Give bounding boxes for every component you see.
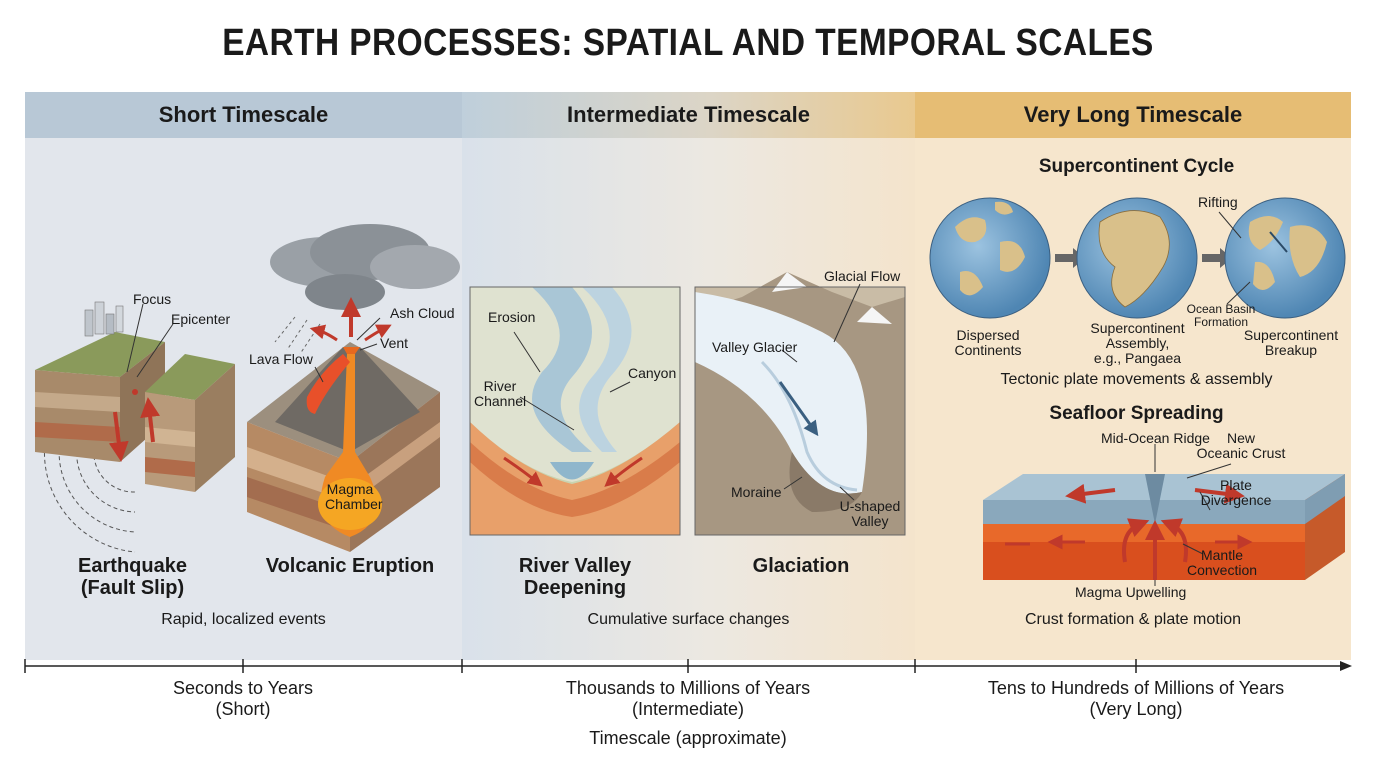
glacial-flow-label: Glacial Flow (824, 268, 901, 284)
very-long-timescale-header: Very Long Timescale (915, 92, 1351, 138)
moraine-label: Moraine (731, 484, 782, 500)
vent-label: Vent (380, 335, 409, 351)
focus-label: Focus (133, 291, 172, 307)
intermediate-summary: Cumulative surface changes (587, 611, 790, 628)
seafloor-spreading-title: Seafloor Spreading (1049, 403, 1224, 424)
short-timescale-illustration (35, 224, 460, 553)
intermediate-timescale-header: Intermediate Timescale (462, 92, 915, 138)
long-summary: Crust formation & plate motion (1024, 611, 1242, 628)
seafloor-spreading-block (983, 474, 1345, 580)
glaciation-caption: Glaciation (752, 555, 850, 577)
short-summary: Rapid, localized events (161, 611, 326, 628)
ash-cloud-label: Ash Cloud (390, 305, 455, 321)
tectonic-note: Tectonic plate movements & assembly (1000, 371, 1273, 388)
axis-title: Timescale (approximate) (589, 728, 787, 748)
page-title: EARTH PROCESSES: SPATIAL AND TEMPORAL SC… (222, 22, 1154, 64)
supercontinent-cycle-title: Supercontinent Cycle (1038, 156, 1235, 177)
lava-flow-label: Lava Flow (249, 351, 313, 367)
intermediate-timescale-panel: Intermediate Timescale (462, 92, 915, 660)
axis-long-label: Tens to Hundreds of Millions of Years(Ve… (987, 678, 1285, 719)
valley-glacier-label: Valley Glacier (712, 339, 798, 355)
earthquake-fault-block (35, 301, 235, 492)
globe-breakup (1224, 197, 1346, 319)
globe-pangaea (1076, 197, 1198, 319)
mid-ocean-ridge-label: Mid-Ocean Ridge (1101, 430, 1210, 446)
axis-intermediate-label: Thousands to Millions of Years(Intermedi… (565, 678, 811, 719)
erosion-label: Erosion (488, 309, 536, 325)
volcano-illustration (247, 224, 460, 552)
river-valley-illustration (469, 286, 681, 536)
rifting-label: Rifting (1198, 194, 1238, 210)
glaciation-illustration (694, 272, 906, 536)
volcanic-eruption-caption: Volcanic Eruption (265, 555, 435, 577)
epicenter-label: Epicenter (171, 311, 231, 327)
canyon-label: Canyon (628, 365, 677, 381)
magma-upwelling-label: Magma Upwelling (1075, 584, 1187, 600)
short-timescale-header: Short Timescale (25, 92, 462, 138)
globe-dispersed (929, 197, 1051, 319)
short-timescale-panel: Short Timescale (25, 92, 462, 660)
axis-short-label: Seconds to Years(Short) (172, 678, 314, 719)
timescale-axis (24, 659, 1352, 673)
very-long-timescale-illustration (929, 197, 1346, 586)
earthquake-caption: Earthquake (Fault Slip) (78, 555, 187, 599)
very-long-timescale-panel: Very Long Timescale (915, 92, 1351, 660)
river-valley-caption: River Valley Deepening (518, 555, 632, 599)
intermediate-timescale-illustration (469, 272, 906, 536)
